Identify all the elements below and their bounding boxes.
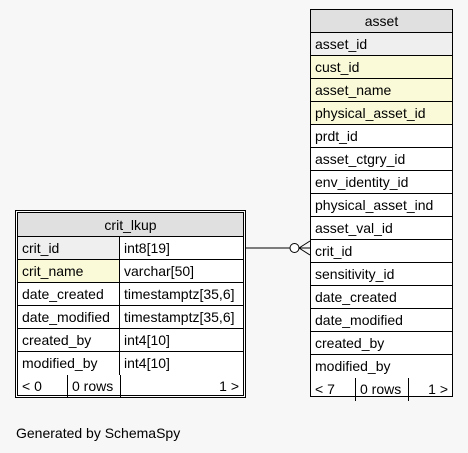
column-name: crit_id: [18, 237, 120, 259]
children-link[interactable]: 1 >: [428, 381, 448, 397]
table-footer: < 7 0 rows 1 >: [311, 378, 452, 401]
column-row[interactable]: modified_by: [315, 358, 391, 374]
row-count: 0 rows: [356, 378, 409, 401]
column-row[interactable]: date_modified: [311, 309, 452, 332]
table-header[interactable]: asset: [311, 10, 452, 33]
column-name: date_modified: [18, 306, 120, 328]
column-row[interactable]: asset_val_id: [311, 217, 452, 240]
column-name: created_by: [18, 329, 120, 351]
column-row[interactable]: sensitivity_id: [311, 263, 452, 286]
column-row[interactable]: prdt_id: [311, 125, 452, 148]
column-row[interactable]: asset_name: [311, 79, 452, 102]
table-header[interactable]: crit_lkup: [18, 213, 243, 237]
column-row[interactable]: date_created: [311, 286, 452, 309]
column-row[interactable]: physical_asset_ind: [311, 194, 452, 217]
crows-foot-upper: [298, 240, 311, 249]
parents-link[interactable]: < 7: [311, 378, 356, 401]
column-type: int4[10]: [124, 355, 170, 371]
optional-circle: [289, 243, 300, 253]
row-count: 0 rows: [68, 375, 121, 398]
column-row[interactable]: env_identity_id: [311, 171, 452, 194]
children-link[interactable]: 1 >: [219, 378, 239, 394]
column-name: date_created: [18, 283, 120, 305]
table-footer: < 0 0 rows 1 >: [18, 375, 243, 398]
crows-foot-lower: [298, 247, 311, 256]
column-type: int8[19]: [124, 240, 170, 256]
column-row[interactable]: crit_id: [311, 240, 452, 263]
column-type: timestamptz[35,6]: [124, 309, 235, 325]
column-type: int4[10]: [124, 332, 170, 348]
column-row[interactable]: created_by: [311, 332, 452, 355]
column-row[interactable]: asset_id: [311, 33, 452, 56]
generated-by-label: Generated by SchemaSpy: [16, 425, 181, 441]
column-row[interactable]: cust_id: [311, 56, 452, 79]
column-name: modified_by: [18, 352, 120, 375]
parents-link[interactable]: < 0: [18, 375, 68, 398]
column-row[interactable]: physical_asset_id: [311, 102, 452, 125]
column-type: varchar[50]: [124, 263, 195, 279]
column-name: crit_name: [18, 260, 120, 282]
column-type: timestamptz[35,6]: [124, 286, 235, 302]
column-row[interactable]: asset_ctgry_id: [311, 148, 452, 171]
